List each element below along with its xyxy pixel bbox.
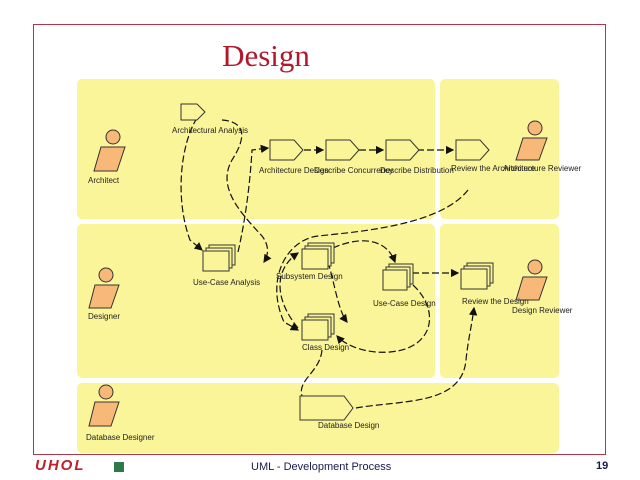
page-number: 19 xyxy=(596,460,609,472)
worker-label: Design Reviewer xyxy=(512,306,573,315)
artifact-stack-icon xyxy=(460,262,494,290)
worker-icon xyxy=(88,384,120,427)
swimlane-architect xyxy=(77,79,435,219)
artifact-stack-icon xyxy=(301,242,335,270)
activity-label: Class Design xyxy=(302,343,349,352)
footer-title: UML - Development Process xyxy=(251,461,392,473)
logo: UHOL xyxy=(35,457,135,475)
activity-label: Review the Design xyxy=(462,297,529,306)
artifact-stack-icon xyxy=(301,313,335,341)
worker-label: Designer xyxy=(88,312,120,321)
activity-label: Architectural Analysis xyxy=(172,126,248,135)
swimlane-designer xyxy=(77,224,435,378)
worker-label: Architect xyxy=(88,176,120,185)
artifact-stack-icon xyxy=(202,244,236,272)
worker-label: Database Designer xyxy=(86,433,155,442)
swimlane-architecture-reviewer xyxy=(440,79,559,219)
activity-label: Architecture Design xyxy=(259,166,329,175)
activity-label: Review the Architecture xyxy=(451,164,536,173)
flow-arrows xyxy=(180,117,478,409)
logo-mark-icon xyxy=(114,462,124,472)
logo-text: UHOL xyxy=(35,457,86,474)
activity-icon xyxy=(299,395,354,421)
worker-icon xyxy=(88,267,120,309)
worker-icon xyxy=(515,259,548,301)
activity-label: Database Design xyxy=(318,421,379,430)
activity-icon xyxy=(180,103,206,121)
activity-icon xyxy=(385,139,420,161)
activity-label: Use-Case Design xyxy=(373,299,436,308)
worker-icon xyxy=(515,120,548,161)
worker-label: Architecture Reviewer xyxy=(503,164,582,173)
slide-frame xyxy=(33,24,606,455)
slide-title: Design xyxy=(222,38,310,73)
activity-label: Subsystem Design xyxy=(276,272,343,281)
worker-icon xyxy=(93,129,126,172)
activity-label: Describe Distribution xyxy=(380,166,454,175)
activity-label: Use-Case Analysis xyxy=(193,278,260,287)
artifact-stack-icon xyxy=(382,263,414,291)
activity-label: Describe Concurrency xyxy=(314,166,393,175)
activity-icon xyxy=(269,139,304,161)
activity-icon xyxy=(455,139,490,161)
activity-icon xyxy=(325,139,360,161)
